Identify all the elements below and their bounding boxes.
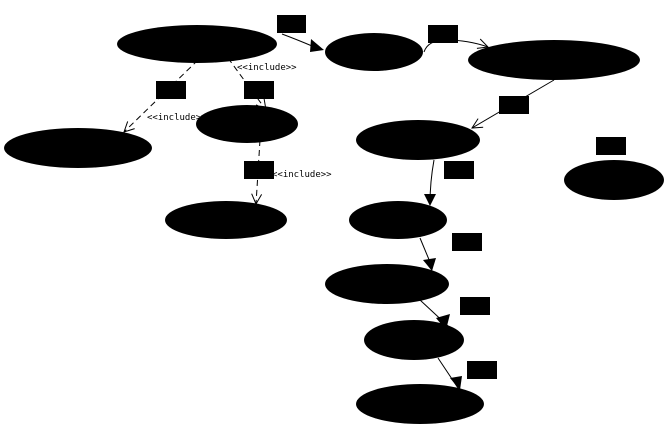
redacted-label-box (244, 81, 274, 99)
redacted-label-box (277, 15, 306, 33)
arrowhead-icon (424, 194, 436, 206)
use-case-uc4[interactable] (4, 128, 152, 168)
redacted-label-box (244, 161, 274, 179)
use-case-uc8[interactable] (564, 160, 664, 200)
redacted-label-box (444, 161, 474, 179)
redacted-label-box (467, 361, 497, 379)
arrowhead-icon (423, 258, 436, 271)
redacted-label-box (428, 25, 458, 43)
include-label: <<include>> (272, 170, 332, 180)
use-case-uc12[interactable] (356, 384, 484, 424)
redacted-label-box (596, 137, 626, 155)
redaction-boxes (156, 15, 626, 379)
use-case-uc10[interactable] (325, 264, 449, 304)
flow-relations (281, 33, 555, 390)
arrowhead-icon (450, 376, 462, 390)
use-cases (4, 25, 664, 424)
use-case-uc7[interactable] (356, 120, 480, 160)
use-case-uc5[interactable] (196, 105, 298, 143)
use-case-uc9[interactable] (349, 201, 447, 239)
redacted-label-box (156, 81, 186, 99)
use-case-uc3[interactable] (468, 40, 640, 80)
include-label: <<include>> (237, 63, 297, 73)
arrowhead-icon (310, 39, 324, 52)
flow-edge-uc9-uc10[interactable] (419, 237, 431, 263)
flow-edge-uc1-uc2[interactable] (281, 33, 313, 47)
use-case-uc2[interactable] (325, 33, 423, 71)
redacted-label-box (460, 297, 490, 315)
include-label: <<include>> (147, 113, 207, 123)
redacted-label-box (452, 233, 482, 251)
redacted-label-box (499, 96, 529, 114)
use-case-uc6[interactable] (165, 201, 287, 239)
use-case-uc1[interactable] (117, 25, 277, 63)
use-case-uc11[interactable] (364, 320, 464, 360)
